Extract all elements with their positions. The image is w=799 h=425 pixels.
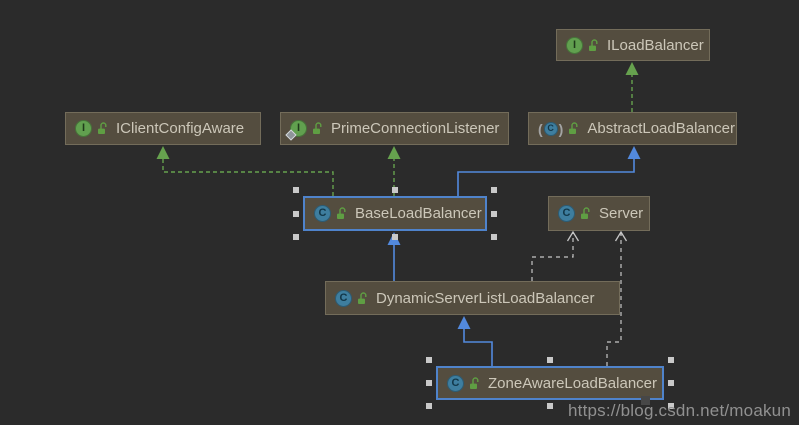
selection-handle[interactable] — [668, 380, 674, 386]
class-node-dynamicserverlistloadbalancer[interactable]: C DynamicServerListLoadBalancer — [325, 281, 620, 315]
selection-handle[interactable] — [491, 210, 497, 217]
selection-handle[interactable] — [668, 403, 674, 409]
edge-dependency[interactable] — [531, 233, 574, 281]
csdn-watermark: https://blog.csdn.net/moakun — [568, 401, 791, 420]
inner-interface-icon: I — [285, 120, 307, 141]
abstract-class-icon: (C) — [538, 120, 564, 137]
unlocked-padlock-icon — [313, 122, 322, 134]
edge-extends[interactable] — [457, 159, 635, 196]
unlocked-padlock-icon — [589, 38, 598, 51]
unlocked-padlock-icon — [98, 122, 107, 134]
unlocked-padlock-icon — [337, 207, 346, 219]
class-icon: C — [558, 205, 575, 222]
unlocked-padlock-icon — [569, 122, 578, 134]
selection-handle[interactable] — [491, 187, 497, 193]
unlocked-padlock-icon — [470, 376, 479, 389]
class-node-primeconnectionlistener[interactable]: I PrimeConnectionListener — [280, 112, 509, 145]
selection-handle[interactable] — [547, 403, 553, 409]
triangle-arrowhead-icon — [387, 146, 401, 159]
edge-dependency[interactable] — [606, 233, 622, 366]
selection-handle[interactable] — [547, 357, 553, 363]
class-node-iloadbalancer[interactable]: I ILoadBalancer — [556, 29, 710, 61]
class-node-baseloadbalancer[interactable]: C BaseLoadBalancer — [303, 196, 487, 231]
selection-handle[interactable] — [293, 187, 299, 193]
selection-handle[interactable] — [392, 234, 398, 240]
selection-handle[interactable] — [668, 357, 674, 363]
triangle-arrowhead-icon — [457, 316, 471, 329]
class-name: PrimeConnectionListener — [331, 120, 500, 137]
class-node-iclientconfigaware[interactable]: I IClientConfigAware — [65, 112, 261, 145]
edge-realization[interactable] — [162, 159, 334, 196]
triangle-arrowhead-icon — [156, 146, 170, 159]
class-name: DynamicServerListLoadBalancer — [376, 289, 595, 307]
class-name: IClientConfigAware — [116, 120, 245, 137]
selection-handle[interactable] — [293, 210, 299, 217]
unlocked-padlock-icon — [358, 291, 367, 304]
selection-handle[interactable] — [426, 357, 432, 363]
class-name: AbstractLoadBalancer — [587, 120, 735, 137]
edge-extends[interactable] — [463, 329, 493, 366]
unlocked-padlock-icon — [581, 207, 590, 219]
open-arrowhead-icon — [566, 230, 580, 242]
class-name: ZoneAwareLoadBalancer — [488, 374, 658, 392]
class-node-zoneawareloadbalancer[interactable]: C ZoneAwareLoadBalancer — [436, 366, 664, 400]
selection-handle[interactable] — [491, 234, 497, 240]
class-name: BaseLoadBalancer — [355, 205, 482, 222]
class-icon: C — [447, 374, 464, 392]
open-arrowhead-icon — [614, 230, 628, 242]
interface-icon: I — [75, 120, 92, 137]
selection-handle[interactable] — [426, 380, 432, 386]
class-icon: C — [335, 289, 352, 307]
class-name: Server — [599, 205, 644, 222]
selection-handle[interactable] — [293, 234, 299, 240]
triangle-arrowhead-icon — [625, 62, 639, 75]
triangle-arrowhead-icon — [627, 146, 641, 159]
class-name: ILoadBalancer — [607, 36, 704, 54]
watermark-logo-square — [641, 396, 650, 405]
class-node-abstractloadbalancer[interactable]: (C) AbstractLoadBalancer — [528, 112, 737, 145]
selection-handle[interactable] — [392, 187, 398, 193]
class-icon: C — [314, 205, 331, 222]
interface-icon: I — [566, 36, 583, 54]
selection-handle[interactable] — [426, 403, 432, 409]
class-node-server[interactable]: C Server — [548, 196, 650, 231]
